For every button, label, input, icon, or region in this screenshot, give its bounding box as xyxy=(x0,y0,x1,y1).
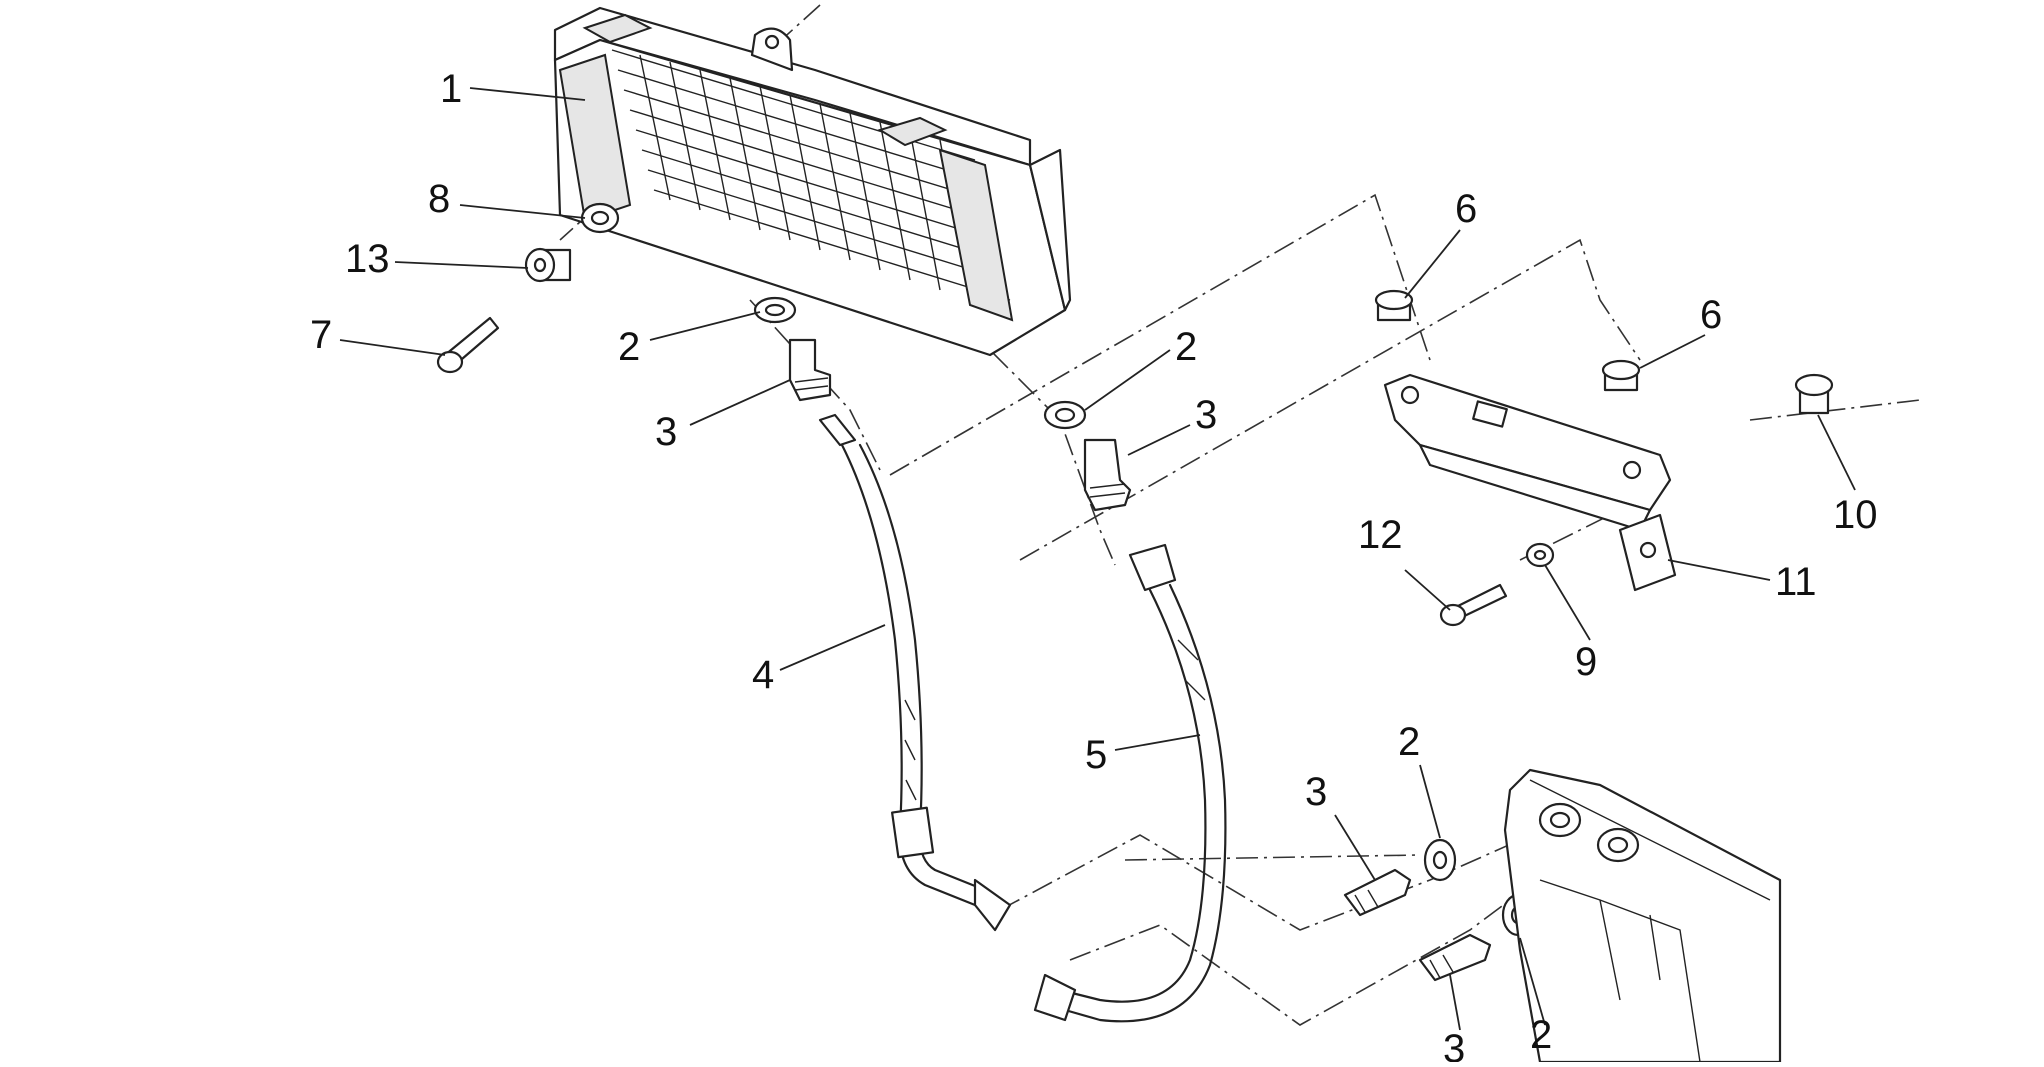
fitting-3-lower-bottom xyxy=(1418,933,1492,982)
engine-crankcase xyxy=(1503,768,1782,1064)
washer-2-left xyxy=(753,296,797,324)
fitting-3-lower-top xyxy=(1343,868,1412,917)
oil-hose-4 xyxy=(818,413,1012,932)
callout-labels: 1 8 13 7 2 3 2 3 4 5 6 6 10 12 9 11 3 2 … xyxy=(310,67,1878,1067)
callout-2-right: 2 xyxy=(1175,325,1197,369)
fitting-3-right xyxy=(1083,438,1132,512)
callout-2-lower-bottom: 2 xyxy=(1530,1013,1552,1057)
callout-4: 4 xyxy=(752,653,774,697)
callout-1: 1 xyxy=(440,67,462,111)
grommet-6-left xyxy=(1374,289,1414,322)
fitting-3-left xyxy=(788,338,832,402)
screw-12 xyxy=(1439,583,1508,627)
callout-3-lower-top: 3 xyxy=(1305,770,1327,814)
oil-cooler-radiator xyxy=(553,6,1072,357)
callout-2-left: 2 xyxy=(618,325,640,369)
callout-9: 9 xyxy=(1575,640,1597,684)
grommet-8 xyxy=(580,202,620,234)
spacer-13 xyxy=(524,247,572,283)
callout-13: 13 xyxy=(345,237,390,281)
callout-3-left: 3 xyxy=(655,410,677,454)
oil-hose-5 xyxy=(1033,543,1227,1023)
washer-9 xyxy=(1525,542,1555,568)
callout-3-lower-bottom: 3 xyxy=(1443,1027,1465,1062)
callout-12: 12 xyxy=(1358,513,1403,557)
leader-lines xyxy=(339,87,1856,1031)
bracket-11 xyxy=(1383,373,1677,592)
spacer-10 xyxy=(1794,373,1834,415)
callout-3-right: 3 xyxy=(1195,393,1217,437)
callout-6-left: 6 xyxy=(1455,187,1477,231)
callout-2-lower-top: 2 xyxy=(1398,720,1420,764)
callout-5: 5 xyxy=(1085,733,1107,777)
grommet-6-right xyxy=(1601,359,1641,392)
callout-8: 8 xyxy=(428,177,450,221)
callout-10: 10 xyxy=(1833,493,1878,537)
callout-7: 7 xyxy=(310,313,332,357)
washer-2-lower-top xyxy=(1423,838,1457,882)
callout-6-right: 6 xyxy=(1700,293,1722,337)
screw-7 xyxy=(436,316,500,374)
callout-11: 11 xyxy=(1775,560,1817,604)
washer-2-right xyxy=(1043,400,1087,430)
